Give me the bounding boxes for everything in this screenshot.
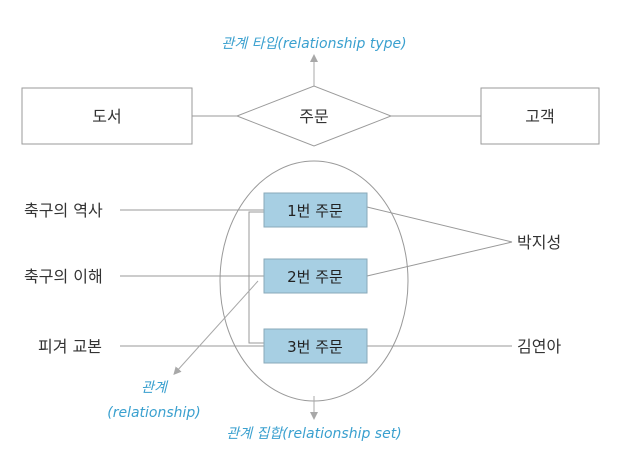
relationship-set-label: 관계 집합(relationship set) [226, 426, 401, 442]
order-box-1 [263, 192, 368, 228]
order-group-bracket [248, 211, 264, 344]
link-order2-customer1 [366, 241, 513, 277]
relationship-type-label: 관계 타입(relationship type) [221, 36, 406, 52]
relationship-label-line2: (relationship) [107, 405, 201, 421]
order-box-3 [263, 328, 368, 364]
entity-box-book [21, 87, 193, 145]
book-label-3: 피겨 교본 [38, 337, 102, 356]
book-label-2: 축구의 이해 [24, 267, 103, 286]
link-order1-customer1 [366, 206, 513, 243]
relationship-diamond-label: 주문 [299, 107, 328, 126]
customer-label-1: 박지성 [517, 233, 561, 252]
entity-customer-label: 고객 [525, 107, 554, 126]
customer-label-2: 김연아 [517, 337, 561, 356]
relationship-diamond [235, 85, 393, 147]
order-label-3: 3번 주문 [287, 338, 343, 356]
entity-book-label: 도서 [92, 107, 121, 126]
relationship-label-line1: 관계 [141, 380, 169, 396]
order-box-2 [263, 258, 368, 294]
order-label-2: 2번 주문 [287, 268, 343, 286]
book-label-1: 축구의 역사 [24, 201, 103, 220]
order-label-1: 1번 주문 [287, 202, 343, 220]
entity-box-customer [480, 87, 600, 145]
relationship-arrow [173, 280, 259, 375]
